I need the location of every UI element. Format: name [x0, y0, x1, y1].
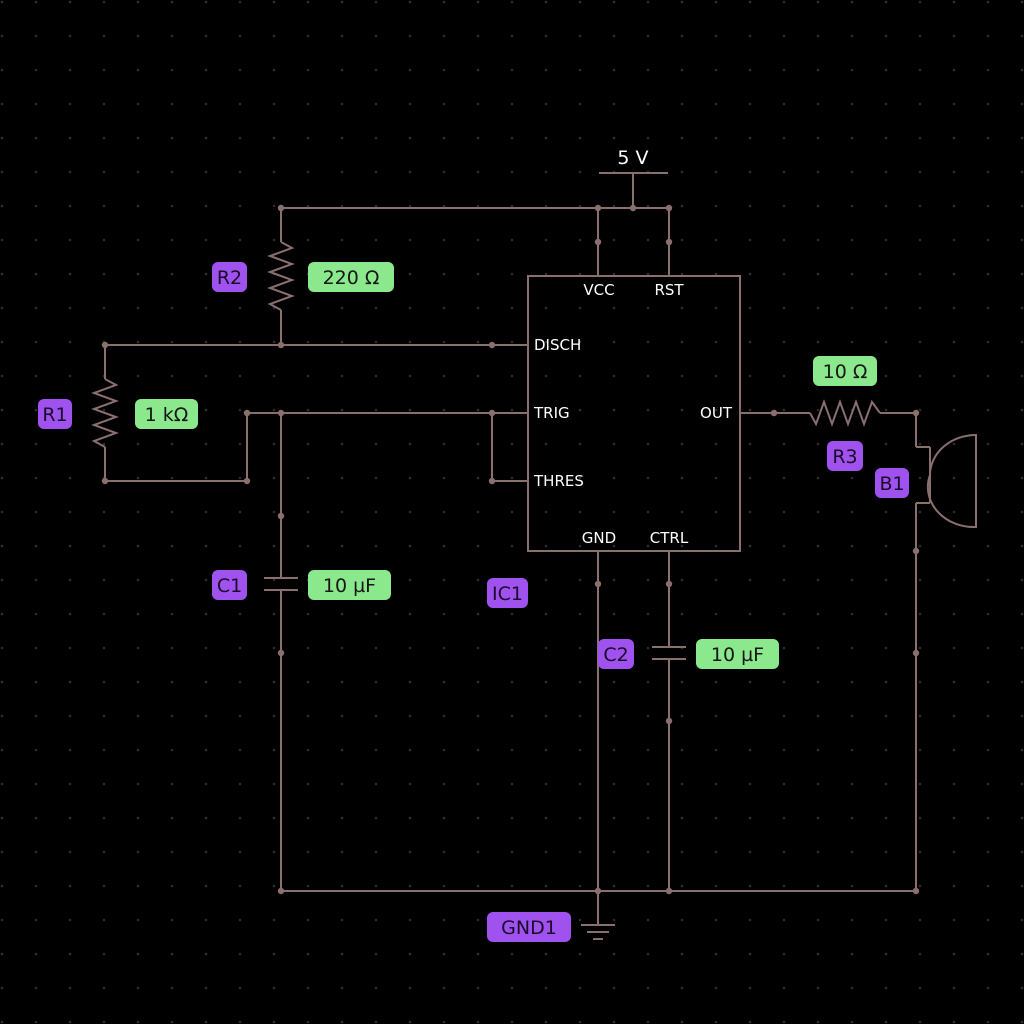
capacitor-c1[interactable]	[264, 577, 298, 591]
junction-trig-drop	[243, 409, 251, 417]
junction-r1-return	[243, 477, 251, 485]
node-ctrl-pin	[665, 580, 673, 588]
tag-r3-value[interactable]: 10 Ω	[813, 356, 877, 386]
resistor-r2[interactable]	[267, 241, 295, 311]
pin-thres-label: THRES	[533, 472, 584, 490]
junction-vcc	[594, 204, 602, 212]
reference-tags: R2 R1 R3 B1 C1 IC1 C2 GND1	[38, 262, 909, 942]
tag-c2-value[interactable]: 10 µF	[696, 639, 779, 669]
tag-r2-value[interactable]: 220 Ω	[308, 262, 394, 292]
node-gnd-pin	[594, 580, 602, 588]
ground-gnd1[interactable]	[581, 924, 615, 940]
pin-gnd-label: GND	[582, 529, 616, 547]
tag-r3-ref[interactable]: R3	[827, 441, 863, 471]
ic1-timer[interactable]: VCC RST DISCH TRIG THRES OUT GND CTRL	[527, 275, 741, 552]
pin-ctrl-label: CTRL	[650, 529, 689, 547]
r2-ref-text: R2	[217, 267, 242, 289]
supply-5v[interactable]: 5 V	[599, 147, 668, 174]
ic1-body[interactable]	[527, 275, 741, 552]
node-c1-top	[277, 512, 285, 520]
r2-value-text: 220 Ω	[323, 267, 380, 289]
node-vcc-pin	[594, 238, 602, 246]
tag-gnd1-ref[interactable]: GND1	[487, 912, 571, 942]
r3-value-text: 10 Ω	[823, 361, 868, 383]
c2-ref-text: C2	[603, 644, 628, 666]
tag-c2-ref[interactable]: C2	[598, 639, 634, 669]
resistor-r2-symbol	[267, 241, 295, 311]
junction-r1-bottom	[101, 477, 109, 485]
junction-supply	[629, 204, 637, 212]
tag-b1-ref[interactable]: B1	[875, 468, 909, 498]
resistor-r1[interactable]	[91, 378, 119, 448]
junctions	[101, 204, 920, 895]
buzzer-b1[interactable]	[926, 433, 977, 529]
r1-value-text: 1 kΩ	[145, 404, 189, 426]
c1-ref-text: C1	[217, 575, 242, 597]
junction-r2-top	[277, 204, 285, 212]
pin-trig-label: TRIG	[533, 404, 570, 422]
node-c2-bottom	[665, 717, 673, 725]
tag-c1-value[interactable]: 10 µF	[308, 570, 391, 600]
buzzer-b1-bell-icon	[926, 433, 977, 529]
gnd1-ref-text: GND1	[501, 917, 557, 939]
b1-ref-text: B1	[879, 473, 904, 495]
junction-b1-plus	[912, 409, 920, 417]
tag-r2-ref[interactable]: R2	[212, 262, 247, 292]
supply-label: 5 V	[617, 147, 648, 169]
capacitor-c2[interactable]	[652, 646, 686, 660]
resistor-r3-symbol	[809, 399, 881, 427]
node-rst-pin	[665, 238, 673, 246]
junction-rst	[665, 204, 673, 212]
junction-ground-right	[912, 887, 920, 895]
c2-value-text: 10 µF	[711, 644, 764, 666]
junction-ground-ctrl	[665, 887, 673, 895]
node-b1-minus	[912, 547, 920, 555]
junction-c1	[277, 409, 285, 417]
r1-ref-text: R1	[42, 404, 67, 426]
node-out-pin	[770, 409, 778, 417]
node-disch-pin	[488, 341, 496, 349]
tag-r1-value[interactable]: 1 kΩ	[135, 399, 198, 429]
tag-ic1-ref[interactable]: IC1	[487, 578, 528, 608]
junction-ground-mid	[594, 887, 602, 895]
node-b1-return	[912, 649, 920, 657]
value-tags: 220 Ω 1 kΩ 10 Ω 10 µF 10 µF	[135, 262, 877, 669]
pin-rst-label: RST	[654, 281, 684, 299]
pin-disch-label: DISCH	[534, 336, 581, 354]
tag-c1-ref[interactable]: C1	[212, 570, 247, 600]
r3-ref-text: R3	[832, 446, 857, 468]
pin-out-label: OUT	[700, 404, 733, 422]
resistor-r3[interactable]	[809, 399, 881, 427]
c1-value-text: 10 µF	[323, 575, 376, 597]
node-thres-pin	[488, 477, 496, 485]
node-c1-bottom	[277, 649, 285, 657]
junction-trig	[488, 409, 496, 417]
ic1-ref-text: IC1	[492, 583, 523, 605]
junction-ground-left	[277, 887, 285, 895]
junction-disch	[277, 341, 285, 349]
pin-vcc-label: VCC	[583, 281, 614, 299]
junction-r1-top	[101, 341, 109, 349]
tag-r1-ref[interactable]: R1	[38, 399, 72, 429]
resistor-r1-symbol	[91, 378, 119, 448]
